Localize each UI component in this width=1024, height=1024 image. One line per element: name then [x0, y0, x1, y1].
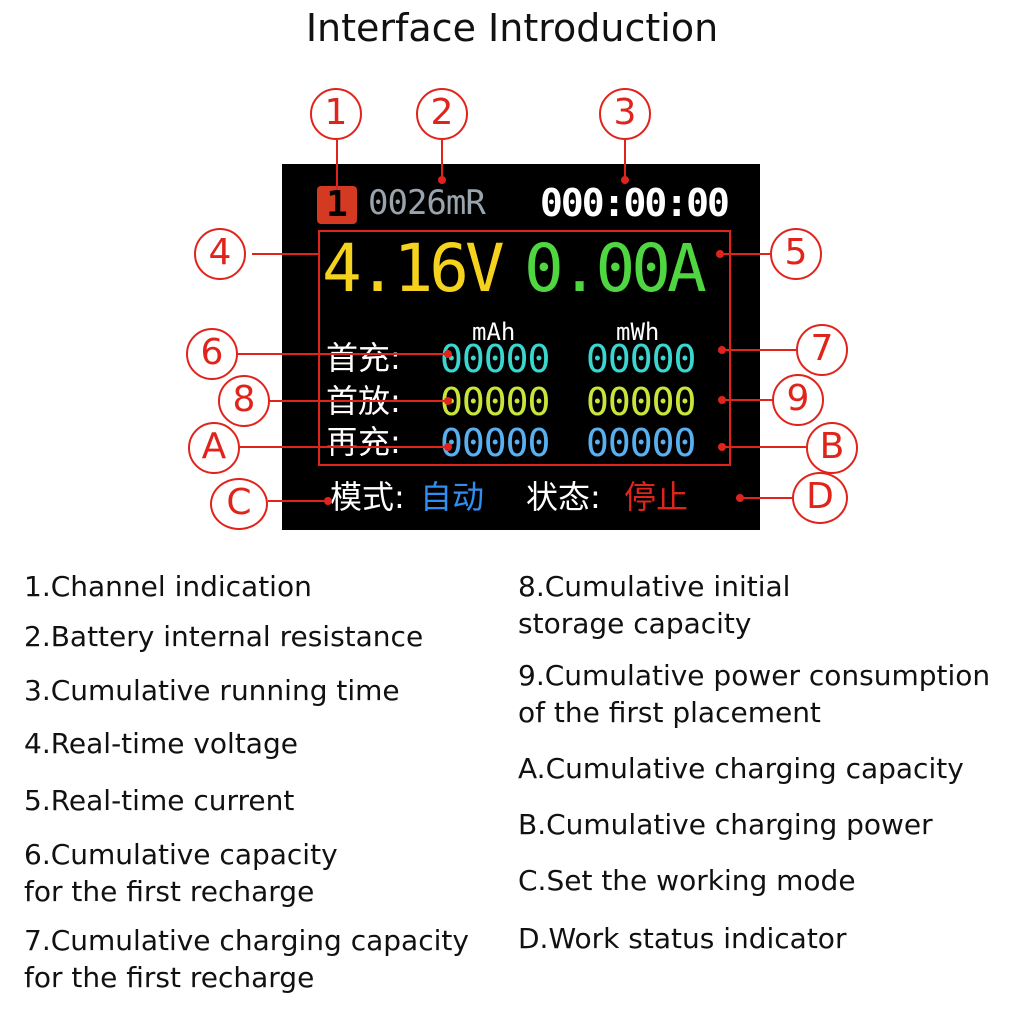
leader-dot-2 — [438, 176, 446, 184]
callout-d: D — [792, 472, 848, 524]
description-8: 8.Cumulative initial storage capacity — [518, 570, 791, 640]
callout-2: 2 — [416, 88, 468, 140]
mode-label: 模式: — [330, 478, 405, 516]
description-6: 6.Cumulative capacity for the first rech… — [24, 838, 338, 908]
description-b: B.Cumulative charging power — [518, 808, 933, 841]
leader-line-a — [238, 446, 448, 448]
leader-dot-3 — [621, 176, 629, 184]
channel-badge: 1 — [317, 186, 357, 224]
description-5: 5.Real-time current — [24, 784, 295, 817]
callout-b: B — [806, 422, 858, 474]
leader-dot-a — [444, 443, 452, 451]
row-label-first-charge: 首充: — [326, 339, 401, 377]
callout-4: 4 — [194, 228, 246, 280]
leader-line-5 — [720, 253, 772, 255]
row-first-discharge-mwh: 00000 — [586, 380, 696, 424]
leader-line-2 — [441, 140, 443, 180]
leader-line-c — [268, 500, 330, 502]
leader-line-8 — [270, 400, 448, 402]
description-3: 3.Cumulative running time — [24, 674, 400, 707]
leader-line-6 — [236, 353, 448, 355]
callout-1: 1 — [310, 88, 362, 140]
callout-3: 3 — [599, 88, 651, 140]
leader-line-7 — [722, 349, 796, 351]
leader-dot-5 — [716, 250, 724, 258]
leader-dot-9 — [718, 396, 726, 404]
callout-7: 7 — [796, 324, 848, 376]
voltage-readout: 4.16V — [322, 230, 505, 307]
description-1: 1.Channel indication — [24, 570, 312, 603]
mode-value: 自动 — [420, 478, 485, 516]
callout-c: C — [210, 478, 268, 530]
row-first-charge-mwh: 00000 — [586, 337, 696, 381]
row-label-recharge: 再充: — [326, 423, 401, 461]
row-recharge-mah: 00000 — [440, 421, 550, 465]
leader-line-3 — [624, 140, 626, 180]
description-7: 7.Cumulative charging capacity for the f… — [24, 924, 469, 994]
row-first-charge-mah: 00000 — [440, 337, 550, 381]
leader-dot-c — [324, 497, 332, 505]
description-d: D.Work status indicator — [518, 922, 847, 955]
status-value: 停止 — [624, 478, 689, 516]
callout-9: 9 — [772, 374, 824, 426]
leader-dot-8 — [444, 397, 452, 405]
description-2: 2.Battery internal resistance — [24, 620, 424, 653]
row-first-discharge-mah: 00000 — [440, 380, 550, 424]
leader-dot-6 — [444, 350, 452, 358]
leader-line-9 — [722, 399, 774, 401]
device-screen — [282, 164, 760, 530]
current-readout: 0.00A — [524, 230, 707, 307]
callout-6: 6 — [186, 328, 238, 380]
leader-dot-d — [736, 494, 744, 502]
page-title: Interface Introduction — [305, 6, 719, 50]
mah-header: mAh — [472, 318, 516, 346]
leader-dot-7 — [718, 346, 726, 354]
leader-dot-b — [718, 443, 726, 451]
resistance-readout: 0026mR — [368, 183, 486, 223]
mwh-header: mWh — [616, 318, 660, 346]
description-c: C.Set the working mode — [518, 864, 856, 897]
status-label: 状态: — [526, 478, 601, 516]
callout-8: 8 — [218, 375, 270, 427]
callout-5: 5 — [770, 228, 822, 280]
description-a: A.Cumulative charging capacity — [518, 752, 964, 785]
measurement-frame — [318, 230, 731, 466]
callout-a: A — [188, 422, 240, 474]
leader-line-1 — [336, 140, 338, 190]
time-readout: 000:00:00 — [540, 181, 730, 225]
leader-line-d — [740, 497, 794, 499]
description-4: 4.Real-time voltage — [24, 727, 298, 760]
leader-line-b — [722, 446, 806, 448]
row-recharge-mwh: 00000 — [586, 421, 696, 465]
leader-line-4 — [252, 253, 318, 255]
description-9: 9.Cumulative power consumption of the fi… — [518, 659, 991, 729]
